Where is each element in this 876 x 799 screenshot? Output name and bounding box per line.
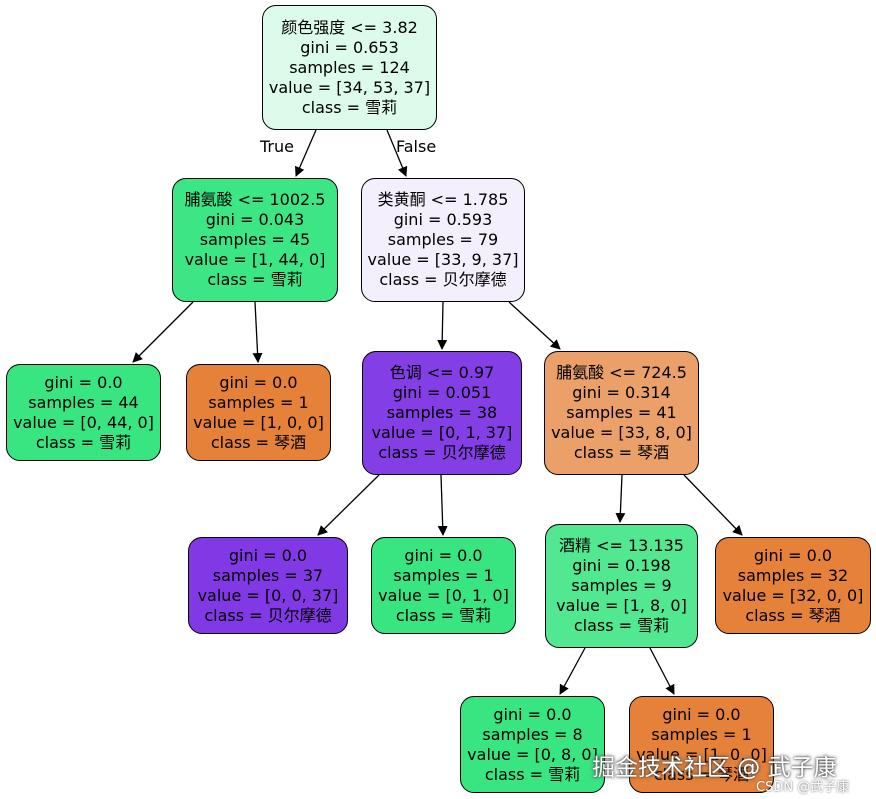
node-text-line: samples = 79: [387, 230, 499, 249]
node-text-line: value = [0, 44, 0]: [13, 412, 154, 432]
node-text-line: value = [1, 8, 0]: [556, 596, 687, 615]
node-text-line: gini = 0.0: [753, 545, 833, 565]
node-text-line: gini = 0.314: [572, 383, 671, 402]
tree-edge-arrow: [559, 647, 586, 695]
node-text-line: class = 雪莉: [207, 270, 303, 289]
node-text-line: samples = 44: [28, 392, 139, 412]
node-text-line: samples = 124: [289, 57, 410, 77]
node-text-line: samples = 37: [212, 565, 324, 585]
watermark-juejin: 掘金技术社区 @ 武子康: [592, 755, 837, 781]
node-text-line: value = [0, 1, 0]: [378, 585, 509, 605]
node-text-line: 酒精 <= 13.135: [559, 536, 684, 555]
node-text-line: value = [0, 1, 37]: [371, 423, 513, 442]
node-text-line: samples = 1: [393, 565, 494, 585]
node-text-line: class = 琴酒: [573, 443, 670, 462]
node-text-line: class = 琴酒: [210, 432, 307, 452]
node-text-line: value = [0, 8, 0]: [467, 744, 598, 764]
node-text-line: value = [1, 44, 0]: [184, 250, 326, 269]
tree-edges: [132, 129, 743, 695]
tree-edge-arrow: [649, 647, 675, 695]
node-text-line: class = 雪莉: [573, 616, 670, 635]
node-text-line: gini = 0.593: [393, 210, 493, 229]
node-text-line: samples = 41: [566, 403, 677, 422]
tree-edge-arrow: [317, 474, 380, 536]
tree-edge-arrow: [683, 474, 743, 536]
tree-edge-arrow: [252, 301, 263, 363]
node-text-line: gini = 0.043: [205, 210, 305, 229]
node-text-line: samples = 9: [571, 576, 672, 595]
node-text-line: class = 琴酒: [745, 605, 841, 625]
tree-edge-arrow: [132, 301, 194, 363]
node-text-line: 颜色强度 <= 3.82: [281, 17, 418, 37]
edge-label-false: False: [396, 137, 437, 156]
node-text-line: class = 雪莉: [301, 97, 398, 117]
watermark-csdn: CSDN @武子康: [756, 780, 850, 795]
node-text-line: samples = 1: [651, 724, 752, 744]
node-text-line: value = [34, 53, 37]: [268, 77, 431, 97]
node-text-line: value = [0, 0, 37]: [197, 585, 339, 605]
tree-edge-arrow: [386, 129, 408, 177]
node-text-line: samples = 38: [386, 403, 498, 422]
node-text-line: samples = 8: [482, 724, 583, 744]
node-text-line: value = [32, 0, 0]: [722, 585, 864, 605]
tree-edge-arrow: [615, 474, 626, 523]
node-text-line: gini = 0.0: [228, 545, 308, 565]
node-text-line: 脯氨酸 <= 724.5: [556, 363, 687, 382]
node-text-line: class = 琴酒: [653, 764, 750, 784]
node-text-line: gini = 0.653: [300, 37, 399, 57]
node-text-line: value = [33, 9, 37]: [367, 250, 519, 269]
tree-edge-arrow: [295, 129, 317, 177]
node-text-line: gini = 0.198: [572, 556, 671, 575]
node-text-line: value = [1, 0, 0]: [636, 744, 767, 764]
node-text-line: class = 雪莉: [484, 764, 581, 784]
node-text-line: value = [33, 8, 0]: [551, 423, 692, 442]
node-text-line: gini = 0.0: [219, 372, 298, 392]
node-text-line: samples = 45: [199, 230, 311, 249]
node-text-line: value = [1, 0, 0]: [193, 412, 324, 432]
node-text-line: samples = 1: [208, 392, 309, 412]
node-text-line: 脯氨酸 <= 1002.5: [184, 190, 326, 209]
tree-edge-arrow: [437, 301, 448, 350]
node-text-line: gini = 0.0: [404, 545, 483, 565]
node-text-line: gini = 0.0: [44, 372, 123, 392]
node-text-line: gini = 0.0: [662, 704, 741, 724]
node-text-line: 类黄酮 <= 1.785: [377, 190, 509, 209]
node-text-line: class = 贝尔摩德: [204, 605, 332, 625]
node-text-line: gini = 0.051: [392, 383, 492, 402]
tree-edge-arrow: [437, 474, 448, 536]
tree-edge-arrow: [508, 301, 561, 350]
node-text-line: class = 雪莉: [35, 432, 132, 452]
node-text-line: 色调 <= 0.97: [389, 363, 495, 382]
node-text-line: class = 雪莉: [395, 605, 492, 625]
node-text-line: class = 贝尔摩德: [378, 443, 506, 462]
node-text-line: gini = 0.0: [493, 704, 572, 724]
node-text-line: samples = 32: [737, 565, 849, 585]
node-text-line: class = 贝尔摩德: [379, 270, 507, 289]
edge-label-true: True: [260, 137, 294, 156]
